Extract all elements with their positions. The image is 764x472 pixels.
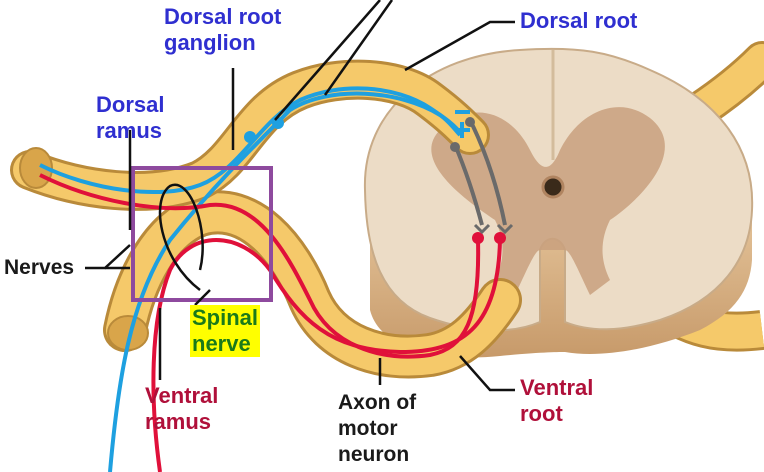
- label-ventral-root: Ventral root: [520, 375, 593, 427]
- label-dorsal-ramus: Dorsal ramus: [96, 92, 164, 144]
- label-dorsal-root-text: Dorsal root: [520, 8, 638, 33]
- label-ventral-ramus-text: Ventral ramus: [145, 383, 219, 434]
- leader-lines: [85, 0, 515, 392]
- label-dorsal-ramus-text: Dorsal ramus: [96, 92, 165, 143]
- label-nerves-text: Nerves: [4, 256, 75, 279]
- label-dorsal-root-ganglion-text: Dorsal root ganglion: [164, 4, 282, 55]
- label-ventral-ramus: Ventral ramus: [145, 383, 218, 435]
- label-axon-motor-neuron-text: Axon of motor neuron: [338, 391, 417, 466]
- interneurons: [450, 117, 514, 235]
- label-ventral-root-text: Ventral root: [520, 375, 594, 426]
- label-dorsal-root-ganglion: Dorsal root ganglion: [164, 4, 281, 56]
- label-axon-motor-neuron: Axon of motor neuron: [338, 390, 416, 468]
- label-dorsal-root: Dorsal root: [520, 8, 637, 34]
- spinal-nerve-highlight-box: [131, 166, 273, 302]
- label-spinal-nerve-text: Spinal nerve: [190, 305, 261, 357]
- central-canal: [541, 175, 565, 199]
- label-spinal-nerve: Spinal nerve: [190, 305, 261, 357]
- spinal-nerve-loop: [158, 183, 204, 291]
- label-nerves: Nerves: [4, 255, 74, 281]
- cord-gray-matter: [431, 107, 665, 296]
